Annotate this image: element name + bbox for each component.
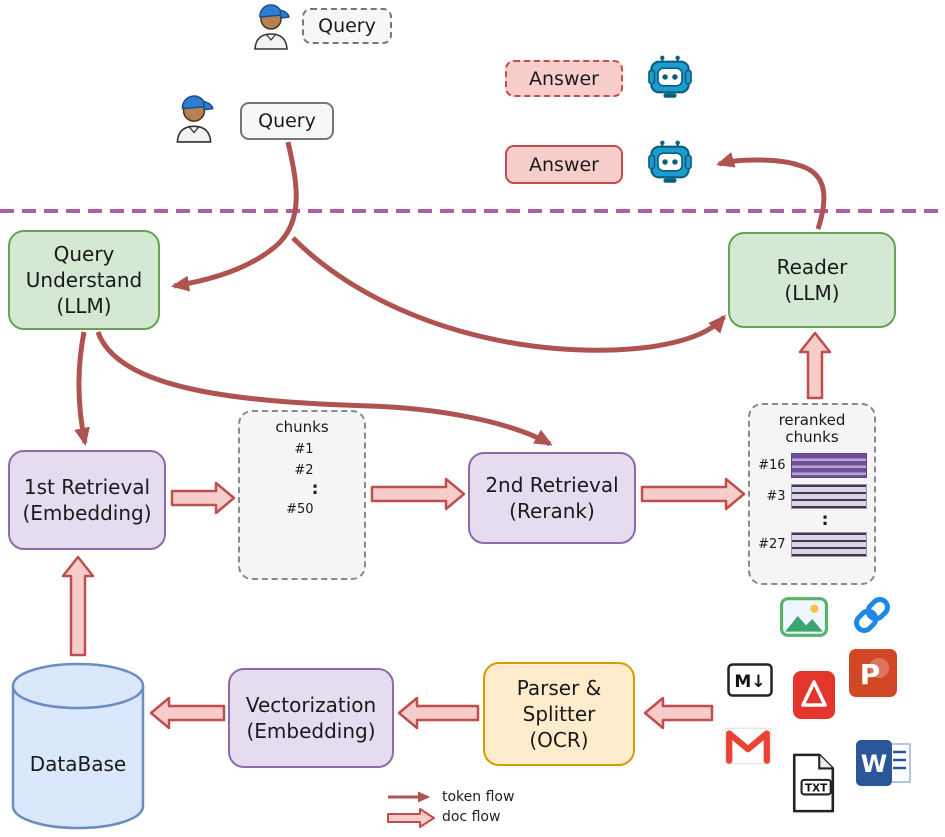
chunk-row: #2 — [286, 463, 319, 478]
arrow-query-to-reader — [291, 236, 726, 353]
word-glyph: W — [861, 750, 887, 778]
query-box-draft: Query — [302, 8, 392, 44]
legend-token-flow-label: token flow — [442, 789, 515, 805]
chunk-label: #1 — [294, 442, 314, 458]
query-understand-label: Query Understand (LLM) — [25, 242, 143, 318]
doc-arrow-first-retrieval-to-chunks — [170, 481, 236, 515]
doc-arrow-chunks-to-second-retrieval — [370, 477, 466, 511]
image-icon — [780, 597, 828, 641]
reranked-row: #27 — [758, 531, 867, 557]
chunk-label: #16 — [758, 457, 786, 473]
chunk-stripes — [790, 531, 867, 557]
chunk-stripes — [790, 452, 867, 478]
legend-doc-flow-arrow — [387, 808, 435, 828]
robot-icon-draft — [648, 54, 692, 104]
doc-arrow-files-to-parser — [643, 696, 714, 730]
powerpoint-icon: P — [848, 648, 898, 702]
query-draft-label: Query — [318, 15, 376, 37]
second-retrieval-node: 2nd Retrieval (Rerank) — [468, 452, 636, 544]
txt-glyph: TXT — [805, 782, 828, 794]
gmail-icon — [724, 727, 772, 769]
pdf-icon — [792, 670, 836, 724]
user-icon — [170, 93, 218, 147]
arrow-understand-to-first-retrieval — [74, 331, 90, 446]
query-understand-node: Query Understand (LLM) — [8, 230, 160, 330]
doc-arrow-parser-to-vectorization — [397, 696, 480, 730]
vectorization-node: Vectorization (Embedding) — [228, 668, 394, 768]
markdown-glyph: M↓ — [734, 672, 765, 692]
robot-icon — [648, 139, 692, 189]
query-box: Query — [240, 102, 334, 140]
second-retrieval-label: 2nd Retrieval (Rerank) — [485, 473, 619, 523]
arrow-reader-to-answer — [716, 152, 827, 230]
answer-box: Answer — [505, 145, 623, 184]
doc-arrow-database-to-first-retrieval — [61, 555, 95, 657]
reader-label: Reader (LLM) — [776, 255, 848, 305]
chunk-stripes — [790, 483, 867, 509]
reranked-chunks-box: reranked chunks #16 #3 : #27 — [748, 403, 876, 585]
chunk-label: #3 — [766, 488, 786, 504]
legend-doc-flow-label: doc flow — [442, 809, 501, 825]
powerpoint-glyph: P — [860, 658, 881, 691]
txt-file-icon: TXT — [788, 752, 838, 818]
chunks-box: chunks #1 #2 : #50 — [238, 410, 366, 580]
reranked-row: #3 — [758, 483, 867, 509]
parser-splitter-node: Parser & Splitter (OCR) — [483, 662, 635, 766]
doc-arrow-vectorization-to-database — [149, 696, 226, 730]
database-cylinder — [8, 660, 148, 836]
chunk-label: #2 — [294, 463, 314, 479]
reranked-row: #16 — [758, 452, 867, 478]
answer-label: Answer — [529, 153, 599, 176]
user-icon-draft — [248, 2, 294, 54]
chunk-row: #50 — [286, 502, 319, 517]
reranked-chunks-title: reranked chunks — [778, 411, 846, 447]
first-retrieval-node: 1st Retrieval (Embedding) — [8, 450, 166, 550]
link-icon — [850, 593, 894, 641]
answer-draft-label: Answer — [529, 67, 599, 90]
answer-box-draft: Answer — [505, 60, 623, 97]
markdown-icon: M↓ — [727, 663, 773, 701]
parser-splitter-label: Parser & Splitter (OCR) — [516, 676, 602, 752]
doc-arrow-reranked-to-reader — [798, 331, 832, 400]
chunk-label: #27 — [758, 536, 786, 552]
reader-node: Reader (LLM) — [728, 232, 896, 328]
chunk-row: #1 — [286, 442, 319, 457]
chunks-title: chunks — [275, 418, 329, 436]
vectorization-label: Vectorization (Embedding) — [245, 693, 377, 743]
chunk-label: #50 — [286, 501, 314, 517]
first-retrieval-label: 1st Retrieval (Embedding) — [22, 475, 152, 525]
database-label: DataBase — [29, 752, 127, 776]
word-icon: W — [855, 738, 913, 792]
arrow-query-to-understand — [171, 141, 299, 292]
reranked-ellipsis: : — [821, 509, 829, 530]
chunks-ellipsis: : — [311, 479, 319, 500]
doc-arrow-second-retrieval-to-reranked — [640, 477, 746, 511]
query-label: Query — [258, 110, 316, 132]
